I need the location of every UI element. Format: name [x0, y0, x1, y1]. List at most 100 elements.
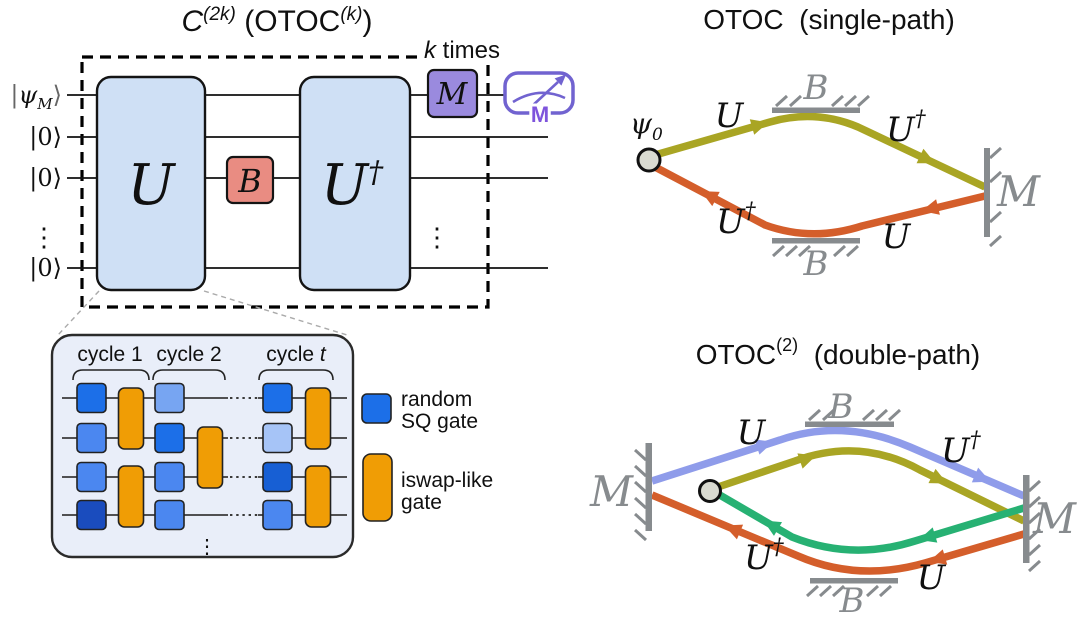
cycle-1-label: cycle 1: [77, 343, 142, 366]
u-label: U: [882, 217, 912, 257]
b-wall-bottom-label: B: [803, 244, 829, 284]
detail-wires-right: [258, 397, 347, 516]
u-label: U: [715, 96, 745, 136]
sq-gate: [262, 461, 293, 493]
sq-gate: [262, 499, 293, 531]
outer-forward-path-blue: [650, 426, 1026, 500]
zoom-cone-line: [57, 290, 100, 336]
sq-gate: [262, 422, 293, 454]
k-times-label: k times: [424, 37, 500, 64]
m-wall-left-hatches: [633, 448, 648, 542]
iswap-gate: [117, 465, 145, 528]
ket-zero-label: |0⟩: [29, 164, 62, 193]
quantum-circuit: C(2k) (OTOC(k)) k times |ψM⟩ |0⟩ |0⟩ ⋮ |…: [10, 4, 575, 336]
cycle-2-label: cycle 2: [156, 343, 221, 366]
u-dagger-gate-label: U†: [321, 153, 384, 218]
iswap-gate: [117, 387, 145, 450]
m-wall-right-hatches: [1027, 479, 1042, 573]
legend-sq-label: random: [401, 388, 472, 411]
m-wall-right: [1023, 475, 1030, 563]
b-wall-top: [805, 421, 894, 427]
u-dagger-label: U†: [744, 535, 785, 578]
u-dagger-gate: [298, 75, 412, 292]
vertical-dots: ⋮: [424, 222, 450, 252]
sq-gate: [262, 382, 293, 414]
psi-0-label: ψ0: [630, 107, 663, 145]
cycle-2-bracket: [152, 369, 226, 381]
iswap-gate: [304, 387, 332, 450]
sq-gate: [76, 499, 107, 531]
vertical-dots: ⋮: [31, 222, 57, 252]
start-state-dot: [698, 479, 722, 503]
sq-gate: [154, 499, 185, 531]
outer-backward-path-orange: [650, 491, 1026, 575]
cycle-t-label: cycle t: [266, 343, 327, 366]
b-wall-bottom-hatches: [805, 584, 893, 598]
ket-zero-label: |0⟩: [29, 254, 62, 283]
b-wall-top: [772, 107, 860, 113]
double-path-title: OTOC(2) (double-path): [696, 335, 981, 370]
zoom-cone-line: [203, 290, 348, 336]
u-gate-label: U: [127, 153, 176, 218]
u-dagger-label: U†: [886, 107, 927, 150]
cycle-1-bracket: [72, 369, 150, 381]
b-wall-bottom: [772, 238, 860, 244]
legend-iswap-label: iswap-like: [401, 469, 493, 492]
start-state-dot: [636, 147, 662, 173]
m-gate-label: M: [436, 77, 469, 112]
m-wall-right-label: M: [1032, 494, 1077, 543]
inner-backward-path-green: [716, 490, 1026, 554]
sq-gate: [76, 382, 107, 414]
sq-gate: [76, 422, 107, 454]
single-path-title: OTOC (single-path): [703, 4, 955, 35]
dashed-repeat-box: [80, 55, 490, 309]
m-wall-label: M: [996, 167, 1041, 216]
legend-sq-swatch: [361, 393, 392, 424]
sq-gate: [154, 461, 185, 493]
m-wall-left-label: M: [589, 467, 634, 516]
iswap-gate: [304, 465, 332, 528]
detail-wires-left: [62, 397, 228, 516]
b-wall-top-label: B: [828, 387, 854, 427]
circuit-title: C(2k) (OTOC(k)): [181, 4, 372, 38]
meter-arc: [512, 91, 566, 104]
ket-zero-label: |0⟩: [29, 123, 62, 152]
otoc-double-path: OTOC(2) (double-path) B B M M U: [589, 335, 1077, 621]
u-gate: [95, 75, 207, 292]
cycle-t-bracket: [258, 369, 334, 381]
ket-psi-m-label: |ψM⟩: [10, 81, 62, 113]
backward-path-orange: [653, 163, 986, 238]
meter-needle: [530, 81, 559, 108]
legend-sq-label: SQ gate: [401, 410, 478, 433]
vertical-dots: ⋮: [197, 536, 217, 558]
u-dagger-label: U†: [716, 199, 757, 242]
b-wall-bottom-label: B: [839, 581, 865, 621]
legend-iswap-label: gate: [401, 491, 442, 514]
m-wall-hatches: [988, 146, 1003, 248]
b-gate: [225, 155, 275, 205]
u-label: U: [917, 558, 947, 598]
b-wall-top-hatches: [807, 408, 902, 422]
sq-gate: [154, 422, 185, 454]
iswap-gate: [196, 426, 224, 489]
forward-path-olive: [653, 112, 987, 191]
b-wall-bottom-hatches: [771, 244, 860, 258]
sq-gate: [76, 461, 107, 493]
m-wall-left: [645, 443, 652, 531]
sq-gate: [154, 382, 185, 414]
detail-wires-dotted: [230, 397, 258, 516]
cycle-detail: cycle 1 cycle 2 cycle t ⋮: [50, 333, 355, 559]
b-wall-top-label: B: [803, 68, 829, 108]
u-dagger-label: U†: [941, 428, 982, 471]
m-gate: [426, 68, 479, 119]
measurement-meter-icon: M: [503, 70, 575, 130]
b-wall-bottom: [810, 578, 898, 584]
u-label: U: [737, 413, 767, 453]
otoc-single-path: OTOC (single-path) ψ0 B B M U U† U† U: [630, 4, 1041, 284]
b-gate-label: B: [237, 162, 262, 200]
legend-iswap-swatch: [362, 453, 393, 522]
b-wall-top-hatches: [774, 94, 871, 108]
gate-legend: random SQ gate iswap-like gate: [361, 388, 493, 522]
meter-m-label: M: [531, 102, 549, 127]
